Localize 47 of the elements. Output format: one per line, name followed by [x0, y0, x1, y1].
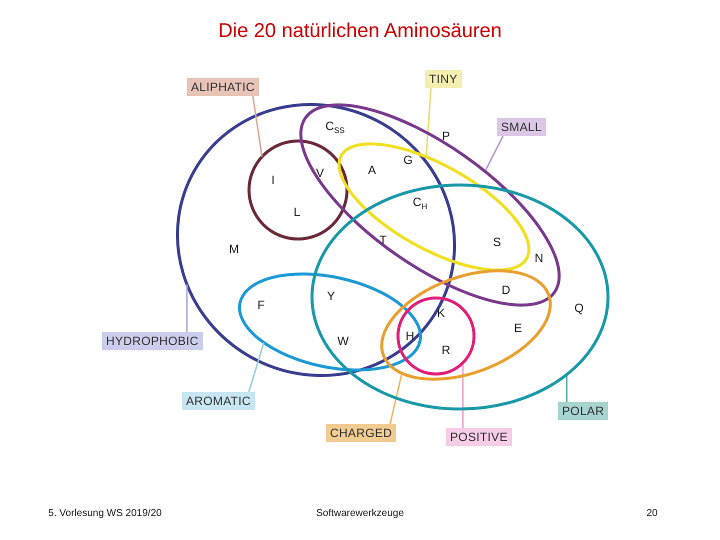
- slide-title: Die 20 natürlichen Aminosäuren: [218, 20, 502, 42]
- set-circle: [396, 296, 476, 376]
- set-ellipse: [238, 272, 422, 372]
- leader-line: [248, 342, 265, 392]
- leader-line: [425, 88, 432, 157]
- amino-acid-letter: H: [406, 329, 414, 343]
- footer-text: 20: [646, 508, 658, 519]
- set-ellipse: [299, 103, 561, 307]
- amino-acid-letter: T: [379, 233, 387, 247]
- leader-line: [462, 362, 464, 428]
- set-label: POLAR: [558, 402, 608, 420]
- amino-acid-letter: V: [316, 166, 324, 180]
- amino-acid-letter: G: [403, 153, 413, 167]
- amino-acid-letter: Y: [327, 289, 335, 303]
- amino-acid-letter: P: [442, 129, 450, 143]
- set-label: AROMATIC: [182, 392, 255, 410]
- set-label: POSITIVE: [446, 428, 512, 446]
- amino-acid-letter: L: [294, 205, 300, 219]
- amino-acid-letter: A: [368, 163, 376, 177]
- set-ellipse: [338, 142, 530, 272]
- amino-acid-letter: Q: [574, 301, 584, 315]
- leader-line: [566, 374, 568, 402]
- set-ellipse: [380, 269, 552, 381]
- amino-acid-letter: K: [437, 306, 445, 320]
- amino-acid-letter: D: [502, 283, 510, 297]
- amino-acid-letter: C$_{H}$: [412, 194, 428, 212]
- set-label: SMALL: [497, 118, 546, 136]
- footer-text: 5. Vorlesung WS 2019/20: [48, 508, 162, 519]
- footer-text: Softwarewerkzeuge: [316, 508, 404, 519]
- amino-acid-letter: C$_{SS}$: [325, 118, 345, 136]
- leader-line: [484, 136, 504, 172]
- set-label: CHARGED: [326, 424, 396, 442]
- set-label: HYDROPHOBIC: [102, 332, 203, 350]
- amino-acid-letter: N: [534, 251, 544, 265]
- leader-line: [389, 373, 403, 424]
- amino-acid-letter: F: [257, 298, 265, 312]
- set-circle: [248, 140, 348, 240]
- leader-line: [186, 284, 188, 332]
- leader-line: [252, 96, 263, 157]
- amino-acid-letter: S: [493, 235, 501, 249]
- amino-acid-letter: R: [442, 343, 450, 357]
- set-label: ALIPHATIC: [187, 78, 259, 96]
- amino-acid-letter: E: [514, 321, 522, 335]
- amino-acid-letter: W: [337, 334, 349, 348]
- set-label: TINY: [425, 70, 462, 88]
- amino-acid-letter: M: [229, 242, 239, 256]
- amino-acid-letter: I: [271, 173, 275, 187]
